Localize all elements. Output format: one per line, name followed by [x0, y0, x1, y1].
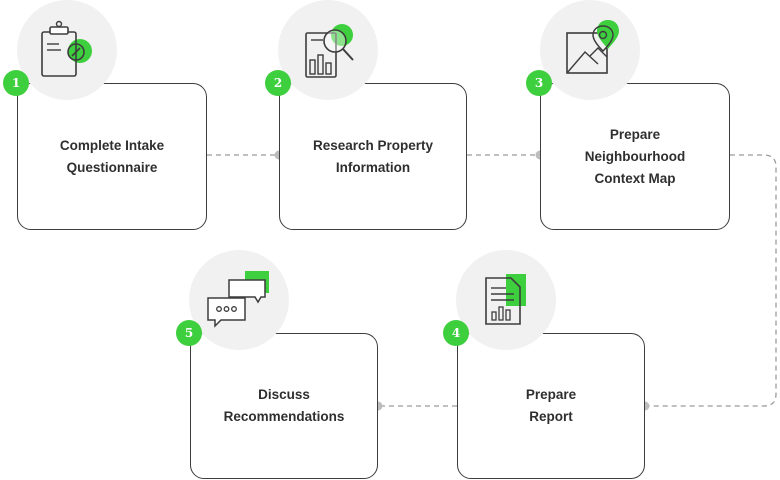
- step-number-badge-3: 3: [526, 70, 552, 96]
- connector-3-4: [645, 154, 777, 407]
- map-pin-icon: [566, 20, 619, 74]
- clipboard-check-icon: [41, 20, 92, 77]
- step-label-line: Information: [335, 159, 411, 175]
- step-label: Complete Intake Questionnaire: [60, 135, 164, 179]
- step-label-line: Prepare: [609, 126, 661, 142]
- step-number-badge-1: 1: [3, 70, 29, 96]
- step-label-line: Discuss: [258, 387, 310, 402]
- step-label: Research Property Information: [313, 135, 433, 179]
- step-label-line: Context Map: [594, 170, 676, 186]
- step-card-5: Discuss Recommendations: [190, 333, 378, 479]
- step-number-badge-4: 4: [443, 320, 469, 346]
- step-card-4: Prepare Report: [457, 333, 645, 479]
- step-card-1: Complete Intake Questionnaire: [17, 83, 207, 230]
- step-label: Prepare Neighbourhood Context Map: [585, 124, 685, 190]
- chat-bubbles-icon: [207, 271, 269, 328]
- step-icon-circle-3: [540, 0, 640, 100]
- step-icon-circle-4: [456, 250, 556, 350]
- step-number-badge-2: 2: [265, 70, 291, 96]
- step-label-line: Research Property: [312, 137, 434, 153]
- chart-magnifier-icon: [305, 24, 354, 78]
- step-label: Prepare Report: [526, 384, 576, 428]
- step-icon-circle-1: [17, 0, 117, 100]
- step-number-badge-5: 5: [176, 320, 202, 346]
- step-label-line: Neighbourhood: [584, 148, 686, 164]
- step-icon-circle-2: [278, 0, 378, 100]
- step-label-line: Recommendations: [223, 409, 345, 424]
- step-label: Discuss Recommendations: [224, 384, 345, 428]
- step-label-line: Report: [529, 409, 573, 424]
- report-document-icon: [485, 274, 526, 325]
- step-label-line: Complete Intake: [59, 137, 165, 153]
- step-card-2: Research Property Information: [279, 83, 467, 230]
- step-label-line: Prepare: [525, 387, 577, 402]
- step-label-line: Questionnaire: [66, 159, 158, 175]
- step-card-3: Prepare Neighbourhood Context Map: [540, 83, 730, 230]
- step-icon-circle-5: [189, 250, 289, 350]
